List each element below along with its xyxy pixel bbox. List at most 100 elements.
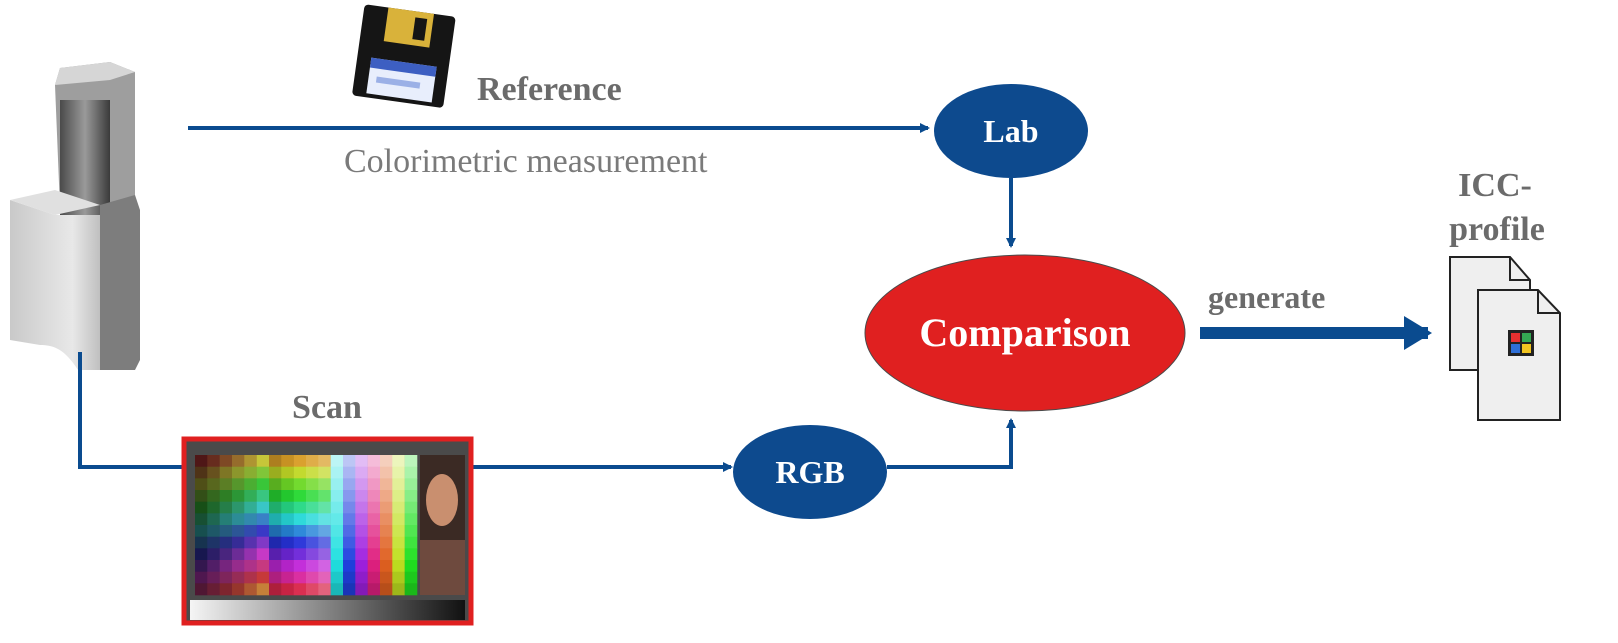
target-patch (269, 501, 282, 514)
target-patch (367, 466, 381, 479)
target-patch (404, 455, 418, 467)
target-patch (244, 490, 257, 502)
target-patch (207, 583, 220, 596)
target-patch (269, 571, 282, 584)
target-patch (244, 478, 257, 491)
target-patch (380, 525, 393, 537)
target-patch (355, 548, 368, 561)
target-patch (330, 548, 344, 561)
target-patch (392, 501, 405, 514)
target-patch (195, 490, 208, 502)
target-patch (355, 583, 368, 596)
target-patch (244, 548, 257, 561)
target-patch (293, 583, 307, 596)
target-patch (281, 501, 294, 514)
target-patch (404, 583, 418, 596)
target-patch (256, 560, 270, 572)
icc-profile-document-icon (1449, 256, 1561, 421)
target-patch (404, 490, 418, 502)
floppy-disk-icon (352, 4, 456, 108)
target-patch (232, 525, 245, 537)
target-patch (330, 513, 344, 526)
target-patch (219, 571, 233, 584)
target-patch (306, 490, 319, 502)
target-patch (306, 525, 319, 537)
scanner-device-icon (10, 62, 140, 370)
target-patch (219, 536, 233, 549)
target-patch (293, 501, 307, 514)
target-patch (269, 455, 282, 467)
target-patch (207, 536, 220, 549)
target-patch (306, 548, 319, 561)
target-patch (256, 513, 270, 526)
target-patch (244, 466, 257, 479)
target-patch (293, 560, 307, 572)
target-patch (404, 536, 418, 549)
target-patch (281, 571, 294, 584)
target-patch (207, 478, 220, 491)
target-patch (232, 466, 245, 479)
target-patch (232, 490, 245, 502)
target-patch (318, 536, 331, 549)
target-patch (195, 501, 208, 514)
target-patch (219, 490, 233, 502)
target-patch (232, 571, 245, 584)
target-patch (392, 478, 405, 491)
target-patch (195, 560, 208, 572)
target-patch (269, 583, 282, 596)
target-patch (219, 560, 233, 572)
target-patch (293, 536, 307, 549)
target-patch (232, 513, 245, 526)
target-patch (244, 513, 257, 526)
target-patch (343, 455, 356, 467)
icc-profile-label-line2: profile (1449, 211, 1545, 248)
target-patch (367, 583, 381, 596)
target-patch (392, 490, 405, 502)
target-patch (232, 560, 245, 572)
target-patch (195, 548, 208, 561)
target-patch (232, 548, 245, 561)
target-patch (367, 548, 381, 561)
target-patch (281, 478, 294, 491)
target-patch (367, 513, 381, 526)
target-patch (330, 490, 344, 502)
target-patch (293, 466, 307, 479)
target-patch (244, 525, 257, 537)
lab-node-label: Lab (983, 113, 1038, 149)
target-patch (269, 466, 282, 479)
comparison-node: Comparison (864, 254, 1186, 412)
target-patch (392, 513, 405, 526)
target-patch (207, 571, 220, 584)
target-patch (207, 548, 220, 561)
target-patch (380, 490, 393, 502)
target-patch (343, 548, 356, 561)
target-patch (244, 536, 257, 549)
target-patch (355, 536, 368, 549)
target-patch (293, 548, 307, 561)
target-patch (195, 466, 208, 479)
color-target-chart-image (181, 436, 474, 626)
target-patch (355, 513, 368, 526)
target-patch (367, 571, 381, 584)
target-patch (232, 583, 245, 596)
target-patch (219, 455, 233, 467)
target-patch (404, 525, 418, 537)
target-patch (367, 490, 381, 502)
target-patch (293, 525, 307, 537)
target-patch (207, 490, 220, 502)
target-patch (232, 478, 245, 491)
target-patch (355, 466, 368, 479)
target-patch (269, 536, 282, 549)
target-patch (281, 536, 294, 549)
comparison-node-label: Comparison (919, 310, 1130, 355)
target-patch (219, 513, 233, 526)
target-patch (380, 583, 393, 596)
target-patch (404, 466, 418, 479)
target-patch (281, 455, 294, 467)
target-patch (306, 478, 319, 491)
target-patch (195, 478, 208, 491)
target-patch (318, 466, 331, 479)
target-patch (380, 536, 393, 549)
target-patch (318, 548, 331, 561)
